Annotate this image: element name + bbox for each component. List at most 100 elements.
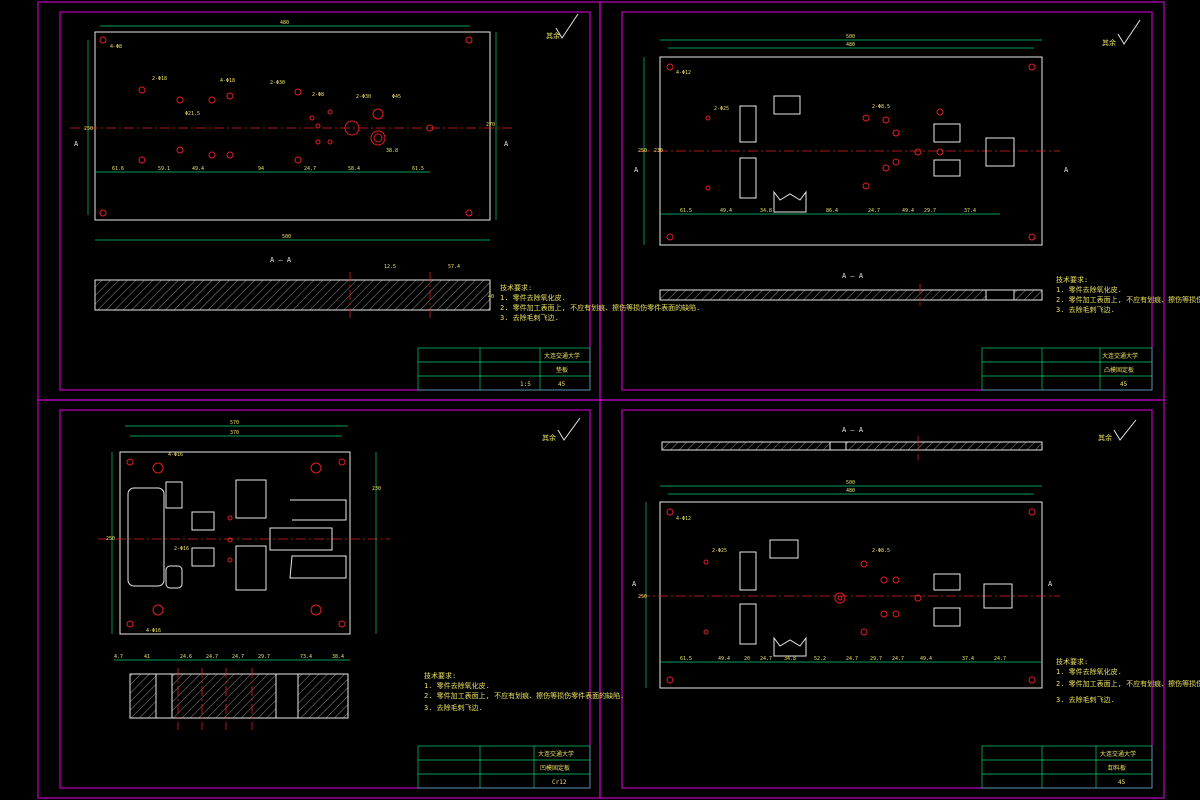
dim: 29.7	[258, 654, 270, 660]
hole-label: 4-Φ12	[676, 516, 691, 522]
section-label: A — A	[842, 426, 864, 434]
dim: 4.7	[114, 654, 123, 660]
section-dimensions: 4.7 41 24.6 24.7 24.7 29.7 73.4 38.4	[114, 654, 344, 660]
plate-outline	[659, 501, 1043, 689]
dim: 24.7	[892, 656, 904, 662]
dim: 29.7	[870, 656, 882, 662]
dim-top2: 480	[846, 488, 855, 494]
dim-top: 500	[846, 34, 855, 40]
hole-label: 2-Φ8	[312, 92, 324, 98]
school-name: 大连交通大学	[1102, 352, 1138, 360]
section-view	[661, 441, 1043, 451]
holes	[126, 458, 346, 628]
dim-right: 270	[486, 122, 495, 128]
dim: 37.4	[962, 656, 974, 662]
dim: 24.7	[846, 656, 858, 662]
material: 45	[558, 381, 566, 388]
hole-label: Φ45	[392, 94, 401, 100]
dim: 61.5	[412, 166, 424, 172]
dim: 61.6	[112, 166, 124, 172]
dim: 29.7	[924, 208, 936, 214]
dim: 49.4	[718, 656, 730, 662]
hole-label: 2-Φ8.5	[872, 548, 890, 554]
dim: 24.7	[994, 656, 1006, 662]
hole-labels: 4-Φ16 2-Φ16 4-Φ16	[146, 452, 189, 634]
dim: 24.7	[868, 208, 880, 214]
dim: 57.4	[448, 264, 460, 270]
plate-outline	[119, 451, 351, 635]
dim: 59.1	[158, 166, 170, 172]
dim: 24.7	[232, 654, 244, 660]
dim: 94	[258, 166, 264, 172]
tech-note: 3. 去除毛刺飞边.	[424, 703, 483, 712]
tech-note: 2. 零件加工表面上, 不应有划痕、擦伤等损伤零件表面的缺陷.	[424, 691, 624, 700]
dim: 49.4	[902, 208, 914, 214]
roughness-note: 其余	[542, 433, 556, 442]
section-mark-a-left: A	[74, 140, 79, 148]
dim-top2: 480	[846, 42, 855, 48]
tech-title: 技术要求:	[1056, 657, 1088, 666]
part-name: 卸料板	[1108, 764, 1126, 772]
dim: 49.4	[920, 656, 932, 662]
hole-label: 2-Φ30	[356, 94, 371, 100]
hole-label: Φ21.5	[185, 111, 200, 117]
roughness-symbol: 其余	[546, 13, 579, 40]
section-view	[659, 289, 1043, 301]
section-mark-a-right: A	[504, 140, 509, 148]
dim: 61.5	[680, 208, 692, 214]
dim-bottom: 500	[282, 234, 291, 240]
section-mark-a-left: A	[634, 166, 639, 174]
title-block: 大连交通大学 凸模固定板 45	[981, 347, 1153, 391]
dim: 24.7	[304, 166, 316, 172]
hole-labels: 4-Φ8 2-Φ18 4-Φ18 2-Φ30 Φ21.5 2-Φ8 2-Φ30 …	[110, 44, 401, 117]
dim: 20	[744, 656, 750, 662]
tech-note: 2. 零件加工表面上, 不应有划痕、擦伤等损伤零件表面的缺陷.	[500, 303, 700, 312]
title-block: 大连交通大学 垫板 1:5 45	[417, 347, 591, 391]
section-label: A — A	[842, 272, 864, 280]
sheet-1: 其余 480 500 250 270	[70, 13, 700, 391]
dim-left: 250	[638, 148, 647, 154]
section-mark-a-right: A	[1064, 166, 1069, 174]
dim: 34.8	[760, 208, 772, 214]
cutouts	[739, 539, 1013, 657]
cutouts	[739, 95, 1015, 213]
dim: 37.4	[964, 208, 976, 214]
sheet-4: 其余 A — A 500 480 250	[632, 419, 1200, 789]
dim: 49.4	[192, 166, 204, 172]
hole-label: 4-Φ16	[146, 628, 161, 634]
hole-label: 4-Φ8	[110, 44, 122, 50]
school-name: 大连交通大学	[544, 352, 580, 360]
dim: 41	[144, 654, 150, 660]
section-view	[94, 279, 491, 311]
cutouts	[127, 479, 347, 591]
tech-note: 3. 去除毛刺飞边.	[1056, 305, 1115, 314]
dim-thickness: 40	[488, 294, 494, 300]
holes	[666, 508, 1036, 684]
hole-label: 2-Φ8.5	[872, 104, 890, 110]
material: Cr12	[552, 779, 567, 786]
tech-note: 1. 零件去除氧化皮.	[1056, 667, 1122, 676]
sheet-3: 其余 570 370 250 230	[98, 417, 624, 789]
dim: 73.4	[300, 654, 312, 660]
material: 45	[1118, 779, 1126, 786]
tech-note: 3. 去除毛刺飞边.	[1056, 695, 1115, 704]
dim-top: 480	[280, 20, 289, 26]
part-name: 垫板	[556, 366, 568, 374]
bottom-dimensions: 61.5 49.4 20 24.7 34.8 52.2 24.7 29.7 24…	[680, 656, 1006, 662]
hole-label: 2-Φ25	[712, 548, 727, 554]
title-block: 大连交通大学 凹模固定板 Cr12	[417, 745, 591, 789]
school-name: 大连交通大学	[1100, 750, 1136, 758]
sheet-frames	[37, 1, 1165, 799]
tech-requirements: 技术要求: 1. 零件去除氧化皮. 2. 零件加工表面上, 不应有划痕、擦伤等损…	[500, 283, 700, 322]
section-mark-a-right: A	[1048, 580, 1053, 588]
tech-title: 技术要求:	[1056, 275, 1088, 284]
roughness-note: 其余	[546, 31, 560, 40]
dim: 24.7	[760, 656, 772, 662]
school-name: 大连交通大学	[538, 750, 574, 758]
tech-requirements: 技术要求: 1. 零件去除氧化皮. 2. 零件加工表面上, 不应有划痕、擦伤等损…	[1056, 657, 1200, 704]
hole-label: 4-Φ12	[676, 70, 691, 76]
dim: 58.4	[348, 166, 360, 172]
dim-right: 230	[372, 486, 381, 492]
dim-left: 250	[638, 594, 647, 600]
